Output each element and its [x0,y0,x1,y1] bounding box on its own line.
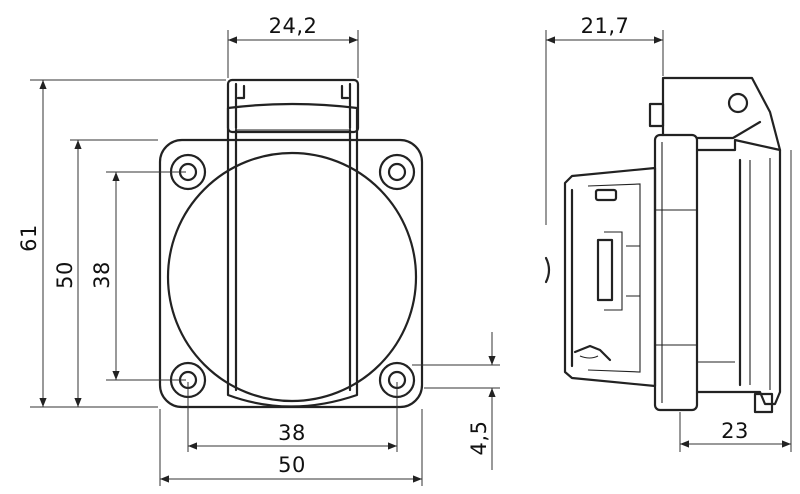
hinge-side [661,76,782,152]
dim-label-24-2: 24,2 [269,14,318,38]
dim-label-61: 61 [17,224,41,252]
hinged-cover [226,102,359,408]
cover-side [695,138,782,406]
dim-label-50-vertical: 50 [53,261,77,289]
socket-circle [166,151,418,403]
hinge-block [226,78,360,134]
mounting-plate-side [653,133,699,412]
dim-label-38-vertical: 38 [90,261,114,289]
side-dimensions: 21,7 23 [545,14,792,452]
dim-label-21-7: 21,7 [581,14,630,38]
dim-label-38-horizontal: 38 [278,421,306,445]
dim-label-23: 23 [721,419,749,443]
front-view [158,78,424,409]
dim-label-4-5: 4,5 [467,421,491,456]
screw-hole-top-right [378,153,416,191]
front-dimensions: 24,2 61 50 38 38 50 4,5 [17,14,500,486]
hinge-pin [727,92,749,114]
side-view [544,76,782,414]
dim-label-50-horizontal: 50 [278,453,306,477]
